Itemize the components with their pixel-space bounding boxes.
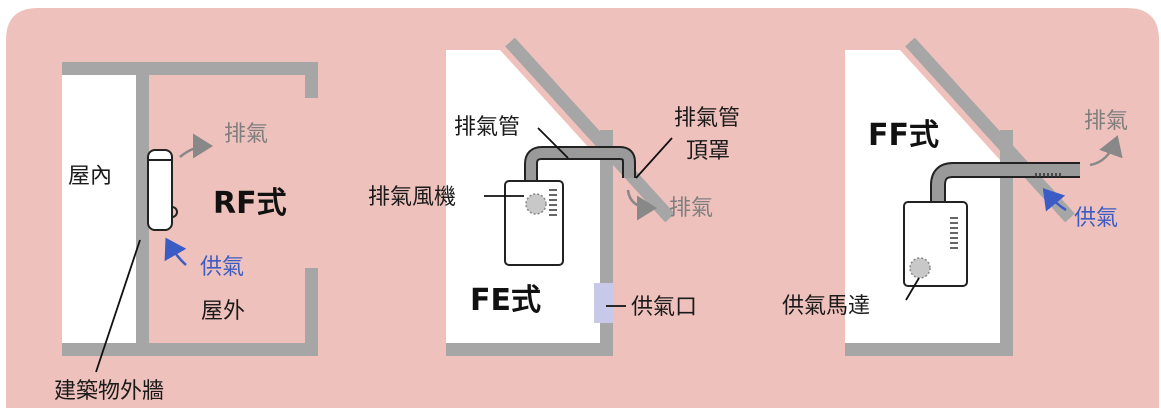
fe-roof (505, 37, 675, 223)
rf-exhaust-arrow (179, 133, 213, 159)
rf-supply-label: 供氣 (200, 255, 244, 280)
rf-supply-arrow (164, 237, 187, 266)
fe-pipe-cap-label-2: 頂罩 (686, 139, 730, 164)
fe-supply-port-label: 供氣口 (631, 295, 697, 320)
rf-type-label: RF式 (213, 186, 287, 221)
rf-heater (147, 149, 173, 231)
ff-heater-vent (950, 217, 958, 249)
ff-exterior-wall (1000, 130, 1013, 356)
rf-exterior-wall (136, 62, 149, 356)
fe-exhaust-fan-symbol (525, 193, 547, 215)
fe-heater (504, 180, 564, 266)
rf-indoor-area (62, 75, 136, 343)
fe-exhaust-fan-label: 排氣風機 (368, 185, 456, 210)
fe-exhaust-pipe (526, 148, 634, 186)
ff-pipe-inlet-slots (1035, 173, 1061, 177)
ff-exhaust-arrow (1089, 135, 1123, 167)
fe-heater-vent (549, 189, 557, 216)
rf-right-wall-top (305, 62, 318, 98)
ff-exhaust-label: 排氣 (1084, 109, 1128, 134)
rf-wall-label: 建築物外牆 (54, 379, 164, 404)
fe-floor (446, 343, 613, 356)
rf-wall-callout-line (95, 239, 141, 373)
ff-floor (845, 343, 1013, 356)
fe-type-label: FE式 (470, 283, 541, 318)
fe-exhaust-pipe-label: 排氣管 (454, 115, 520, 140)
ff-supply-motor-symbol (909, 257, 931, 279)
ff-supply-arrow (1042, 188, 1067, 212)
rf-right-wall-bottom (305, 268, 318, 356)
rf-exhaust-label: 排氣 (224, 122, 268, 147)
ff-type-label: FF式 (868, 118, 939, 153)
rf-indoor-label: 屋內 (68, 164, 112, 189)
ff-supply-label: 供氣 (1074, 206, 1118, 231)
ff-supply-motor-label: 供氣馬達 (782, 294, 870, 319)
ff-concentric-pipe (932, 164, 1080, 202)
fe-exhaust-label: 排氣 (669, 196, 713, 221)
rf-panel: 排氣 屋內 RF式 供氣 屋外 建築物外牆 (54, 62, 318, 404)
ff-panel: 排氣 FF式 供氣 供氣馬達 (782, 37, 1128, 356)
fe-supply-port (594, 283, 614, 323)
rf-outdoor-label: 屋外 (201, 299, 245, 324)
fe-pipe-cap-label-1: 排氣管 (674, 106, 740, 131)
rf-floor-wall (62, 343, 318, 356)
fe-exhaust-arrow (626, 189, 657, 221)
rf-roof-wall (62, 62, 318, 75)
fe-panel: 排氣管 排氣管 頂罩 排氣風機 排氣 FE式 供氣口 (368, 37, 740, 356)
